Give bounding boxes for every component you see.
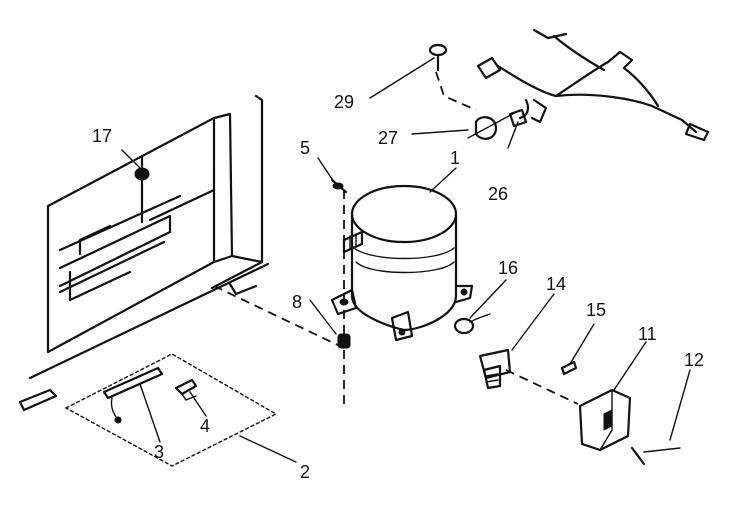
callout-2: 2 (300, 462, 310, 482)
leader-lines (121, 57, 691, 463)
part-15-terminal (560, 360, 578, 376)
callout-27: 27 (378, 128, 398, 148)
part-17-grommet (134, 167, 150, 181)
part-27-clamp (474, 116, 498, 140)
part-11-cover (578, 388, 632, 452)
callout-4: 4 (200, 416, 210, 436)
part-3-part (102, 366, 164, 424)
callout-15: 15 (586, 300, 606, 320)
part-12-clip (630, 446, 681, 466)
callout-17: 17 (92, 126, 112, 146)
part-29-screw (428, 43, 448, 72)
part-16-overload (453, 313, 491, 335)
callout-labels: 17 5 1 8 29 27 26 16 14 15 11 12 3 4 2 (92, 92, 704, 482)
callout-8: 8 (292, 292, 302, 312)
callout-1: 1 (450, 148, 460, 168)
part-4-clip (174, 378, 198, 401)
part-14-relay (478, 348, 512, 390)
callout-14: 14 (546, 274, 566, 294)
callout-5: 5 (300, 138, 310, 158)
part-1-compressor (330, 184, 474, 342)
assembly-lines (213, 71, 579, 408)
callout-12: 12 (684, 350, 704, 370)
callout-26: 26 (488, 184, 508, 204)
part-2-parts-bag (64, 353, 278, 467)
cabinet-compartment (18, 94, 270, 412)
callout-29: 29 (334, 92, 354, 112)
part-26-wiring-harness (476, 28, 710, 142)
callout-16: 16 (498, 258, 518, 278)
callout-3: 3 (154, 442, 164, 462)
callout-11: 11 (638, 324, 657, 344)
